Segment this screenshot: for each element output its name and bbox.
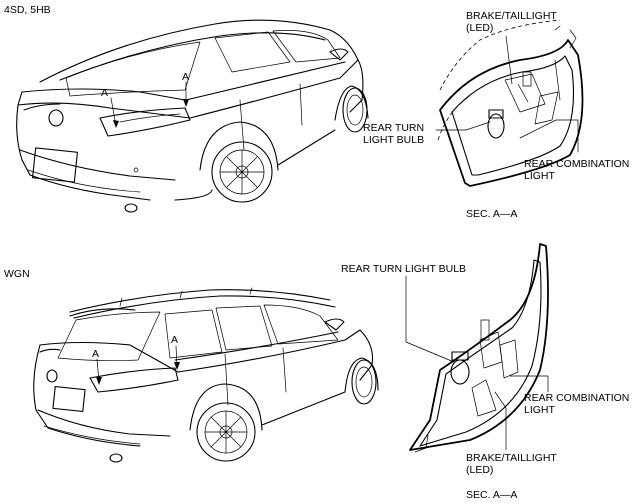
sedan-hatchback-variant-label: 4SD, 5HB [4, 4, 51, 16]
sedan-brake-taillight-label: BRAKE/TAILLIGHT (LED) [466, 10, 557, 34]
wagon-section-detail [405, 243, 549, 453]
wagon-section-caption: SEC. A—A [466, 489, 518, 501]
sedan-view-marker-right: A [182, 71, 190, 83]
sedan-rear-turn-bulb-label: REAR TURN LIGHT BULB [363, 122, 425, 146]
sedan-car-illustration [16, 19, 369, 213]
wagon-car-illustration [33, 287, 379, 463]
wagon-view-marker-right: A [171, 334, 179, 346]
sedan-section-detail [435, 19, 584, 187]
sedan-rear-combination-label: REAR COMBINATION LIGHT [524, 158, 630, 182]
wagon-brake-taillight-label: BRAKE/TAILLIGHT (LED) [466, 452, 557, 476]
wagon-variant-label: WGN [4, 268, 30, 280]
sedan-section-caption: SEC. A—A [466, 208, 518, 220]
wagon-rear-turn-bulb-label: REAR TURN LIGHT BULB [341, 263, 467, 275]
sedan-view-markers [110, 81, 189, 128]
wagon-view-marker-left: A [92, 348, 100, 360]
wagon-rear-combination-label: REAR COMBINATION LIGHT [524, 392, 630, 416]
wagon-view-markers [96, 345, 180, 385]
sedan-view-marker-left: A [101, 87, 109, 99]
